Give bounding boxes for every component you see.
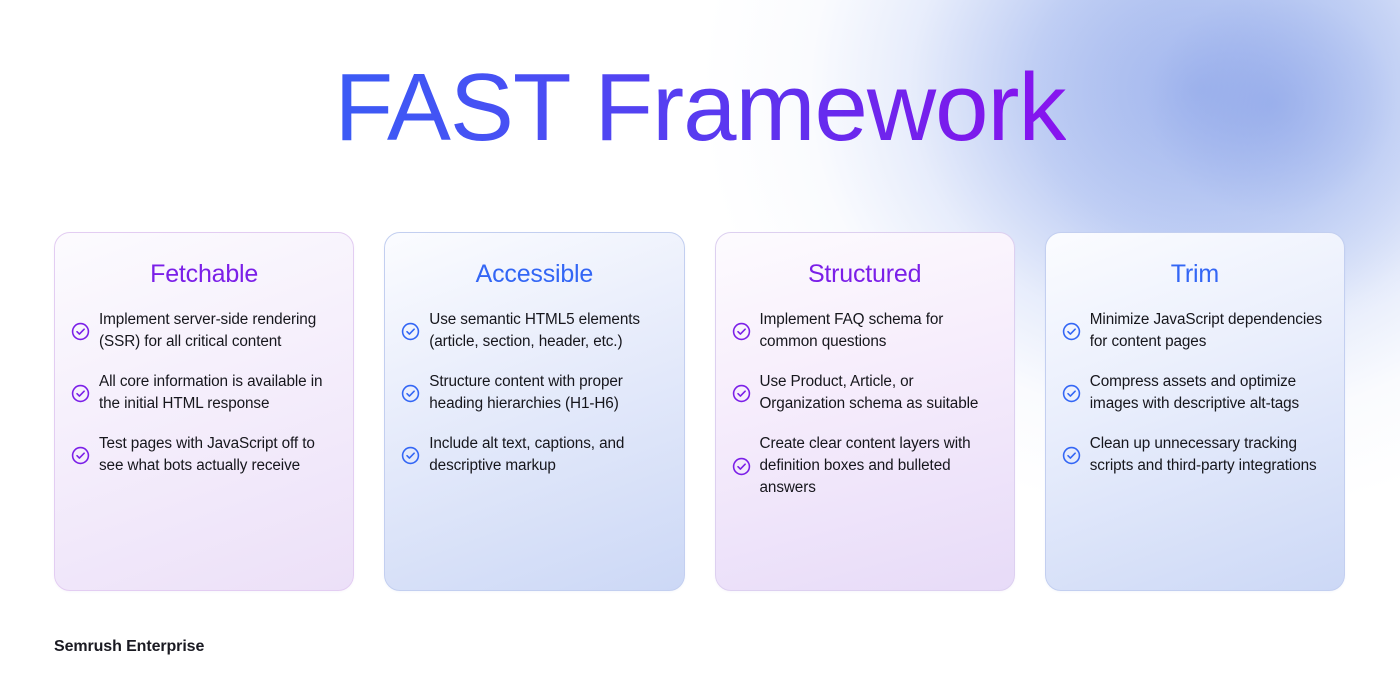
check-circle-icon (1062, 384, 1080, 402)
check-circle-icon (732, 322, 750, 340)
pillar-card-title: Accessible (475, 260, 594, 288)
list-item-text: Include alt text, captions, and descript… (429, 435, 625, 474)
list-item: Minimize JavaScript dependencies for con… (1062, 309, 1328, 353)
pillar-bullet-list: Use semantic HTML5 elements (article, se… (401, 309, 667, 477)
list-item: Structure content with proper heading hi… (401, 371, 667, 415)
list-item: Use semantic HTML5 elements (article, se… (401, 309, 667, 353)
pillar-card-title: Structured (807, 260, 922, 288)
list-item: Create clear content layers with definit… (732, 433, 998, 499)
check-circle-icon (71, 322, 90, 340)
list-item: Clean up unnecessary tracking scripts an… (1062, 433, 1328, 477)
check-circle-icon (71, 384, 90, 402)
list-item: Compress assets and optimize images with… (1062, 371, 1328, 415)
check-circle-icon (402, 322, 420, 340)
list-item-text: Test pages with JavaScript off to see wh… (99, 435, 315, 474)
check-circle-icon (402, 446, 420, 464)
page-title: FAST Framework (334, 54, 1066, 161)
list-item: Test pages with JavaScript off to see wh… (71, 433, 337, 477)
footer-brand: Semrush Enterprise (54, 638, 205, 655)
list-item: Include alt text, captions, and descript… (401, 433, 667, 477)
check-circle-icon (71, 446, 90, 464)
list-item-text: Clean up unnecessary tracking scripts an… (1089, 435, 1317, 474)
pillar-bullet-list: Implement server-side rendering (SSR) fo… (71, 309, 337, 477)
list-item: Use Product, Article, or Organization sc… (732, 371, 998, 415)
list-item-text: Implement server-side rendering (SSR) fo… (99, 311, 317, 350)
list-item: All core information is available in the… (71, 371, 337, 415)
pillar-bullet-list: Minimize JavaScript dependencies for con… (1062, 309, 1328, 477)
list-item-text: Implement FAQ schema for common question… (759, 311, 944, 350)
list-item-text: Compress assets and optimize images with… (1089, 373, 1300, 412)
check-circle-icon (732, 384, 750, 402)
title-container: FAST Framework (0, 54, 1400, 162)
list-item-text: Use semantic HTML5 elements (article, se… (429, 311, 640, 350)
list-item-text: Create clear content layers with definit… (759, 435, 971, 496)
pillar-card-title: Trim (1170, 260, 1219, 288)
check-circle-icon (1062, 446, 1080, 464)
list-item-text: Structure content with proper heading hi… (429, 373, 623, 412)
list-item: Implement server-side rendering (SSR) fo… (71, 309, 337, 353)
list-item-text: Use Product, Article, or Organization sc… (759, 373, 979, 412)
list-item: Implement FAQ schema for common question… (732, 309, 998, 353)
pillar-bullet-list: Implement FAQ schema for common question… (732, 309, 998, 499)
pillar-card-title: Fetchable (150, 260, 259, 288)
check-circle-icon (402, 384, 420, 402)
check-circle-icon (1062, 322, 1080, 340)
check-circle-icon (732, 457, 750, 475)
list-item-text: Minimize JavaScript dependencies for con… (1089, 311, 1323, 350)
list-item-text: All core information is available in the… (99, 373, 323, 412)
